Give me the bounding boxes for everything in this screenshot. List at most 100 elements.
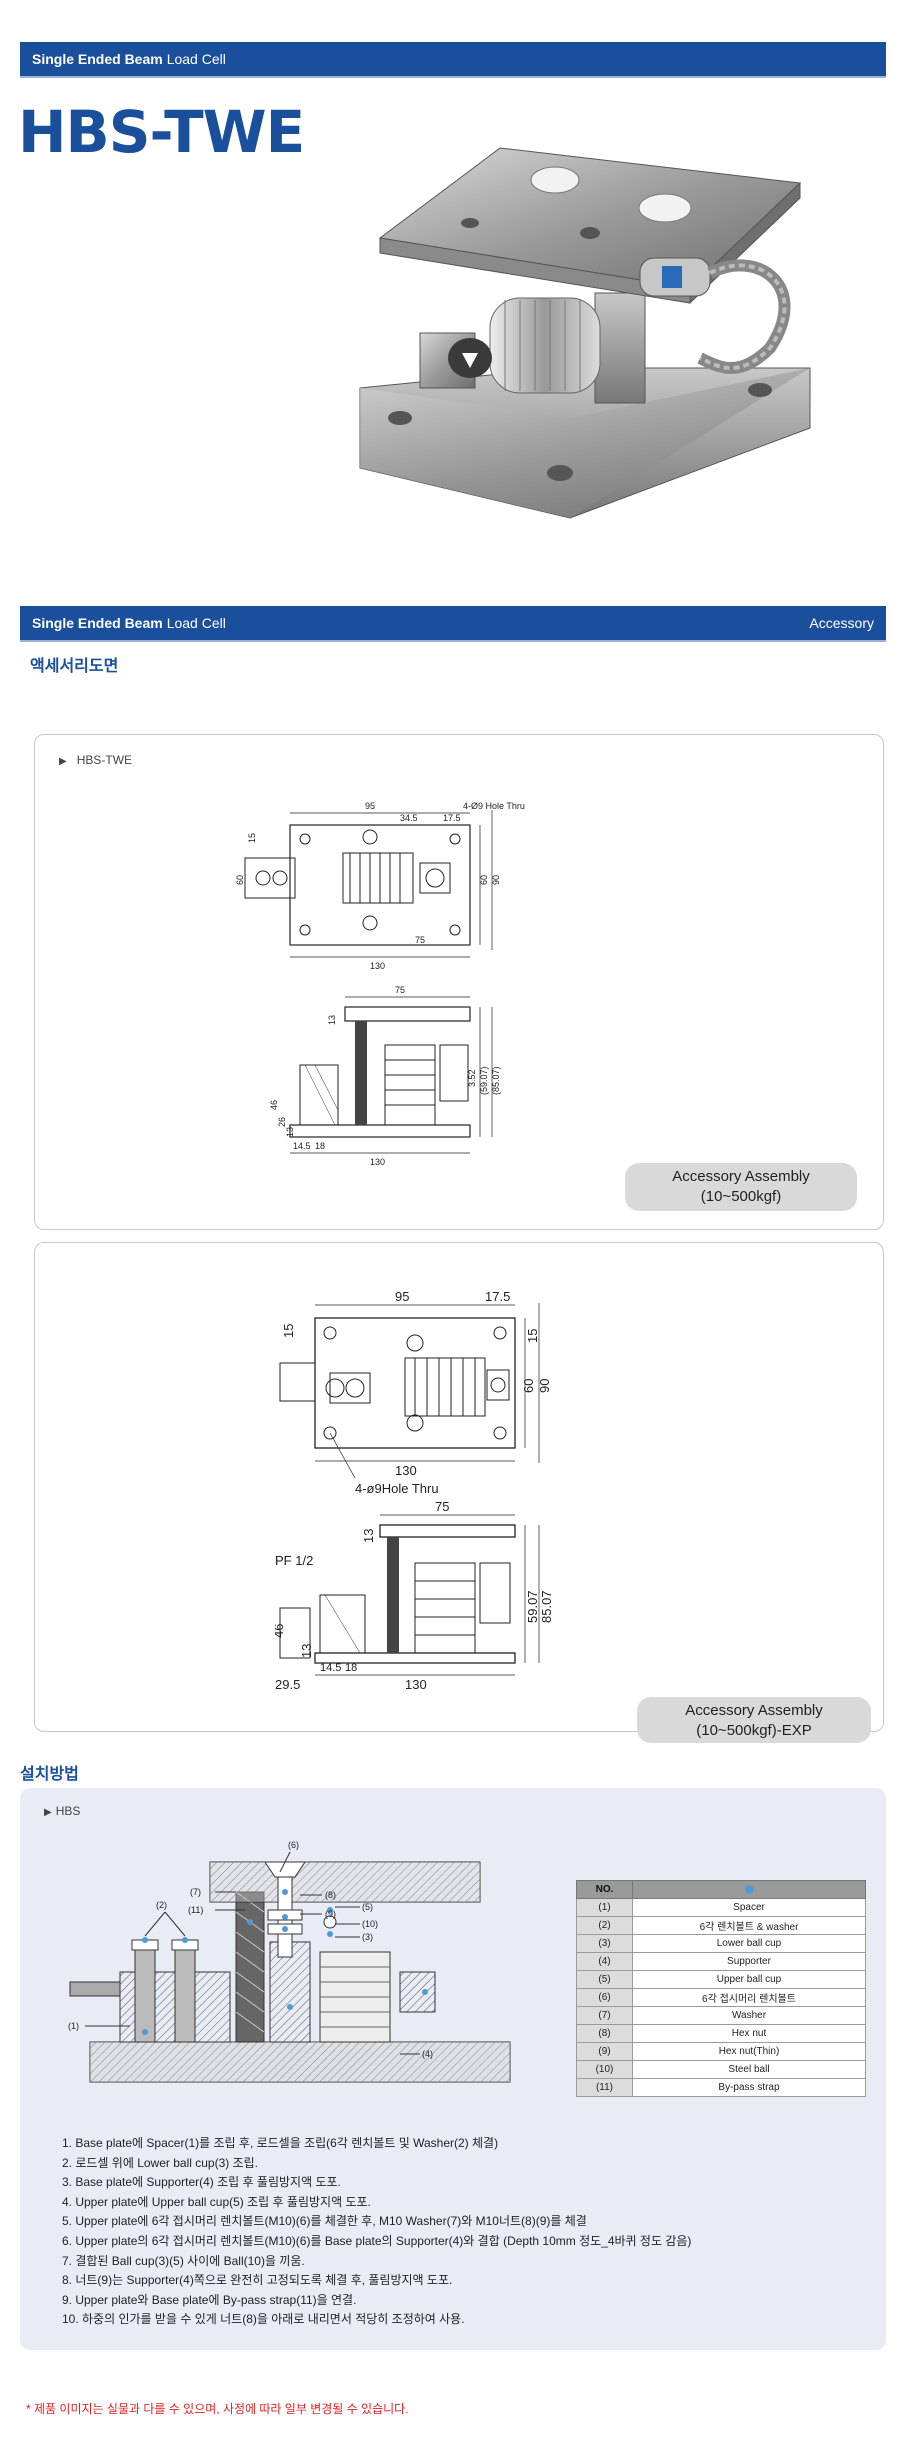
install-panel: ▶HBS (20, 1788, 886, 2350)
svg-text:90: 90 (537, 1379, 552, 1393)
part-name: Steel ball (632, 2060, 866, 2079)
callout-5: (5) (362, 1902, 373, 1912)
svg-text:130: 130 (370, 1157, 385, 1167)
installation-steps: 1. Base plate에 Spacer(1)를 조립 후, 로드셀을 조립(… (62, 2134, 691, 2330)
svg-text:34.5: 34.5 (400, 813, 418, 823)
install-label: ▶HBS (44, 1804, 81, 1818)
callout-4: (4) (422, 2049, 433, 2059)
part-name: Washer (632, 2006, 866, 2025)
svg-text:17.5: 17.5 (443, 813, 461, 823)
list-item: 5. Upper plate에 6각 접시머리 렌치볼트(M10)(6)를 체결… (62, 2214, 587, 2229)
svg-text:14.5: 14.5 (293, 1141, 311, 1151)
svg-text:130: 130 (395, 1463, 417, 1478)
svg-text:60: 60 (235, 875, 245, 885)
svg-text:13: 13 (299, 1644, 314, 1658)
part-number: (2) (576, 1916, 633, 1935)
callout-6: (6) (288, 1840, 299, 1850)
svg-text:PF 1/2: PF 1/2 (275, 1553, 313, 1568)
svg-text:46: 46 (269, 1100, 279, 1110)
svg-text:59.07: 59.07 (525, 1590, 540, 1623)
callout-3: (3) (362, 1932, 373, 1942)
svg-text:60: 60 (521, 1379, 536, 1393)
list-item: 8. 너트(9)는 Supporter(4)쪽으로 완전히 고정되도록 체결 후… (62, 2273, 453, 2288)
triangle-icon: ▶ (44, 1807, 52, 1818)
svg-text:130: 130 (405, 1677, 427, 1692)
list-item: 2. 로드셀 위에 Lower ball cup(3) 조립. (62, 2155, 259, 2170)
svg-text:60: 60 (479, 875, 489, 885)
part-number: (4) (576, 1952, 633, 1971)
svg-text:14.5: 14.5 (320, 1662, 341, 1674)
list-item: 10. 하중의 인가를 받을 수 있게 너트(8)을 아래로 내리면서 적당히 … (62, 2312, 465, 2327)
table-row: (4)Supporter (576, 1952, 866, 1971)
svg-text:95: 95 (365, 801, 375, 811)
callout-9: (9) (325, 1909, 336, 1919)
part-name: Hex nut (632, 2024, 866, 2043)
part-number: (8) (576, 2024, 633, 2043)
svg-text:18: 18 (315, 1141, 325, 1151)
panel1-label: ▶HBS-TWE (59, 753, 133, 767)
caption1-line2: (10~500kgf) (700, 1188, 782, 1205)
table-row: (9)Hex nut(Thin) (576, 2042, 866, 2061)
caption2-line1: Accessory Assembly (685, 1702, 823, 1719)
triangle-icon: ▶ (59, 756, 67, 767)
part-number: (9) (576, 2042, 633, 2061)
part-number: (1) (576, 1898, 633, 1917)
svg-text:17.5: 17.5 (485, 1289, 510, 1304)
part-number: (11) (576, 2078, 633, 2097)
list-item: 6. Upper plate의 6각 접시머리 렌치볼트(M10)(6)를 Ba… (62, 2233, 692, 2248)
product-photo (359, 147, 811, 519)
list-item: 1. Base plate에 Spacer(1)를 조립 후, 로드셀을 조립(… (62, 2136, 499, 2150)
accessory-bar-bold: Single Ended Beam (32, 615, 163, 631)
svg-text:(85.07): (85.07) (491, 1066, 501, 1095)
part-name: Upper ball cup (632, 1970, 866, 1989)
part-name: By-pass strap (632, 2078, 866, 2097)
drawing-panel-1: ▶HBS-TWE 95 34.5 17.5 4-Ø9 Hole Thru 15 60… (34, 734, 884, 1230)
part-name: Supporter (632, 1952, 866, 1971)
callout-10: (10) (362, 1919, 378, 1929)
list-item: 7. 결합된 Ball cup(3)(5) 사이에 Ball(10)을 끼움. (62, 2253, 305, 2268)
header-bar-bold: Single Ended Beam (32, 51, 163, 67)
table-row: (5)Upper ball cup (576, 1970, 866, 1989)
svg-text:3.52: 3.52 (467, 1069, 477, 1087)
list-item: 4. Upper plate에 Upper ball cup(5) 조립 후 풀… (62, 2194, 371, 2209)
blue-dot-icon (744, 1884, 754, 1894)
callout-8: (8) (325, 1890, 336, 1900)
callout-1: (1) (68, 2021, 79, 2031)
header-underline (20, 76, 886, 78)
svg-text:13: 13 (327, 1015, 337, 1025)
table-row: (8)Hex nut (576, 2024, 866, 2043)
table-row: (10)Steel ball (576, 2060, 866, 2079)
caption1-line1: Accessory Assembly (672, 1168, 810, 1185)
part-number: (3) (576, 1934, 633, 1953)
product-title: HBS-TWE (18, 98, 305, 166)
table-row: (2)6각 렌치볼트 & washer (576, 1916, 866, 1935)
part-number: (6) (576, 1988, 633, 2007)
svg-text:95: 95 (395, 1289, 409, 1304)
caption2-line2: (10~500kgf)-EXP (696, 1722, 812, 1739)
svg-text:26: 26 (277, 1117, 287, 1127)
installation-diagram: (6) (7) (11) (8) (9) (5) (10) (3) (2) (1… (68, 1840, 511, 2083)
svg-text:75: 75 (435, 1499, 449, 1514)
svg-text:4-Ø9 Hole Thru: 4-Ø9 Hole Thru (463, 801, 525, 811)
svg-text:15: 15 (281, 1324, 296, 1338)
svg-text:29.5: 29.5 (275, 1677, 300, 1692)
callout-11: (11) (188, 1905, 203, 1915)
part-number: (5) (576, 1970, 633, 1989)
table-row: (7)Washer (576, 2006, 866, 2025)
part-number: (7) (576, 2006, 633, 2025)
callout-7: (7) (190, 1887, 201, 1897)
caption-pill-1: Accessory Assembly (10~500kgf) (625, 1163, 857, 1211)
svg-text:18: 18 (345, 1662, 357, 1674)
table-row: (3)Lower ball cup (576, 1934, 866, 1953)
accessory-header-bar: Single Ended Beam Load Cell Accessory (20, 606, 886, 640)
part-name: Lower ball cup (632, 1934, 866, 1953)
accessory-bar-right: Accessory (809, 615, 874, 631)
svg-text:15: 15 (247, 833, 257, 843)
svg-text:75: 75 (415, 935, 425, 945)
accessory-underline (20, 640, 886, 642)
accessory-title: 액세서리도면 (30, 656, 119, 675)
footnote: * 제품 이미지는 실물과 다를 수 있으며, 사정에 따라 일부 변경될 수 … (26, 2402, 409, 2416)
part-name: Hex nut(Thin) (632, 2042, 866, 2061)
